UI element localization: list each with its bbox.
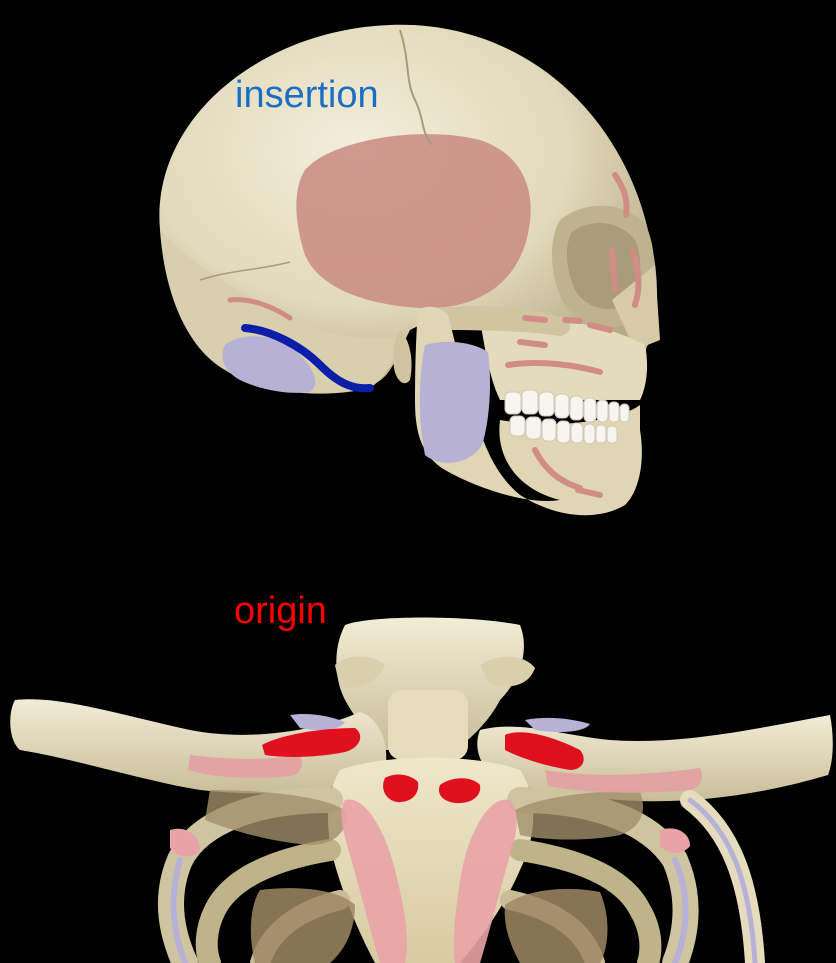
lower-cartilage-right <box>505 889 608 963</box>
vertebral-body <box>388 690 468 760</box>
cervical-process-right <box>480 657 535 687</box>
costal-pink-right <box>660 828 690 853</box>
temporal-muscle-attachment <box>296 134 530 308</box>
mastoid-process <box>393 330 411 383</box>
masseter-insertion <box>420 342 490 463</box>
insertion-label: insertion <box>235 76 379 114</box>
clavicle-lavender-left <box>290 714 345 730</box>
lower-cartilage-left <box>251 888 355 963</box>
thorax <box>10 618 833 963</box>
origin-label: origin <box>234 592 327 630</box>
